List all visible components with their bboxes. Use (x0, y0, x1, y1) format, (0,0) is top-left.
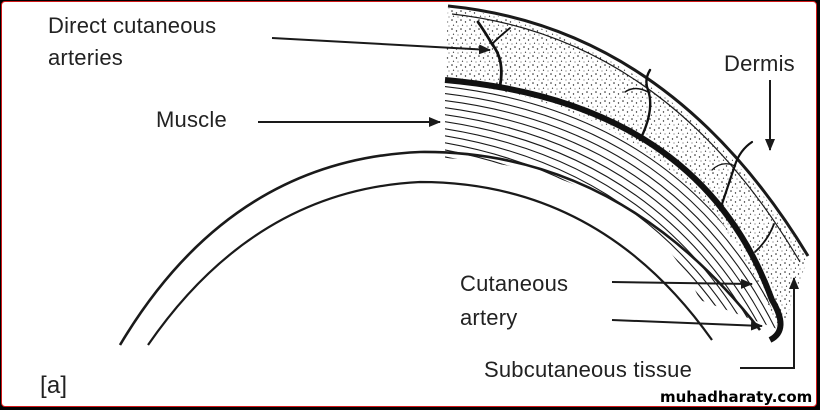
arrow-cutaneous-artery-1 (611, 278, 753, 289)
underlying-arcs (118, 150, 762, 346)
direct-cutaneous-arteries (476, 20, 775, 253)
label-direct-cutaneous-line1: Direct cutaneous (48, 13, 217, 38)
watermark: muhadharaty.com (660, 388, 813, 406)
subcutaneous-layer (445, 8, 808, 335)
dermis-line (447, 4, 810, 257)
arrow-cutaneous-artery-2 (611, 319, 763, 331)
outer-arc (118, 150, 762, 346)
leader-arrows (258, 37, 799, 369)
label-subcutaneous-tissue: Subcutaneous tissue (484, 357, 693, 382)
panel-label: [a] (40, 372, 68, 399)
label-muscle: Muscle (156, 107, 227, 132)
inner-arc (147, 180, 713, 346)
label-cutaneous-artery-line1: Cutaneous (460, 271, 569, 296)
label-direct-cutaneous-line2: arteries (48, 45, 123, 70)
arrow-direct-cutaneous (271, 37, 491, 55)
cutaneous-artery-band (444, 77, 784, 343)
label-dermis: Dermis (724, 51, 795, 76)
arrow-subcutaneous (740, 277, 799, 369)
label-cutaneous-artery-line2: artery (460, 305, 518, 330)
